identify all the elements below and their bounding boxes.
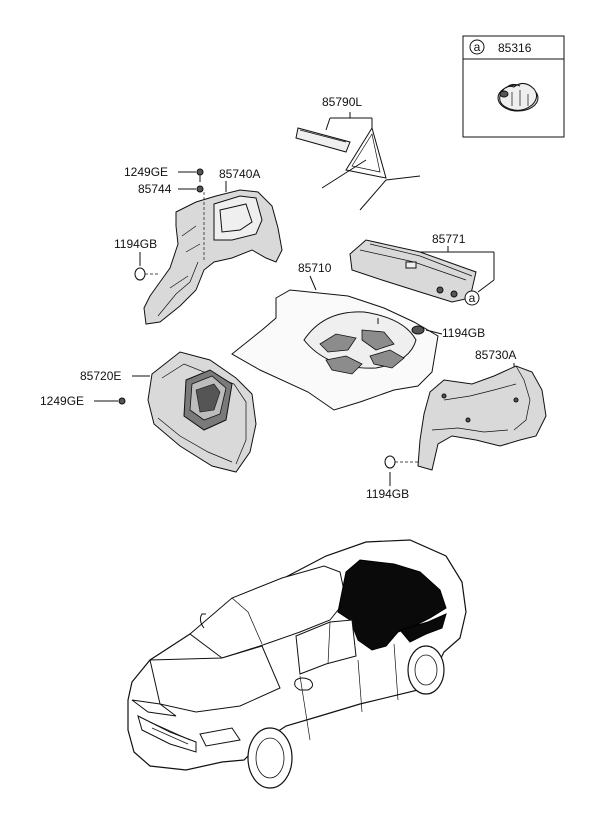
legend-callout-circle	[469, 39, 485, 55]
legend-part-number: 85316	[498, 41, 532, 55]
legend-box: a 85316	[462, 35, 565, 138]
part-85730A-right-trim: 85730A 1194GB	[366, 348, 547, 501]
part-85771-package-tray: 85771 a	[349, 232, 495, 306]
part-85720E-rear-trim: 85720E 1249GE	[40, 351, 257, 473]
part-85790L-triangle: 85790L	[295, 95, 421, 211]
label-85710: 85710	[298, 261, 332, 275]
label-85771: 85771	[432, 232, 466, 246]
clip-85316-illustration	[497, 83, 539, 112]
car-illustration	[127, 539, 467, 789]
label-1249GE-top: 1249GE	[124, 165, 168, 179]
label-1194GB-left: 1194GB	[114, 237, 157, 251]
part-85740A-left-trim: 1249GE 85740A 85744 1194GB	[114, 165, 283, 325]
label-1194GB-center: 1194GB	[442, 326, 485, 340]
label-1249GE-left: 1249GE	[40, 394, 84, 408]
label-85740A: 85740A	[219, 167, 260, 181]
label-85790L: 85790L	[322, 95, 362, 109]
callout-a-label: a	[469, 291, 476, 305]
label-85744: 85744	[138, 182, 172, 196]
legend-marker: a	[474, 40, 481, 54]
label-85720E: 85720E	[80, 369, 121, 383]
label-1194GB-bottom: 1194GB	[366, 487, 409, 501]
callout-a-circle	[464, 290, 480, 306]
label-85730A: 85730A	[475, 348, 516, 362]
part-85710-floor-mat: 85710 1194GB	[231, 261, 485, 411]
